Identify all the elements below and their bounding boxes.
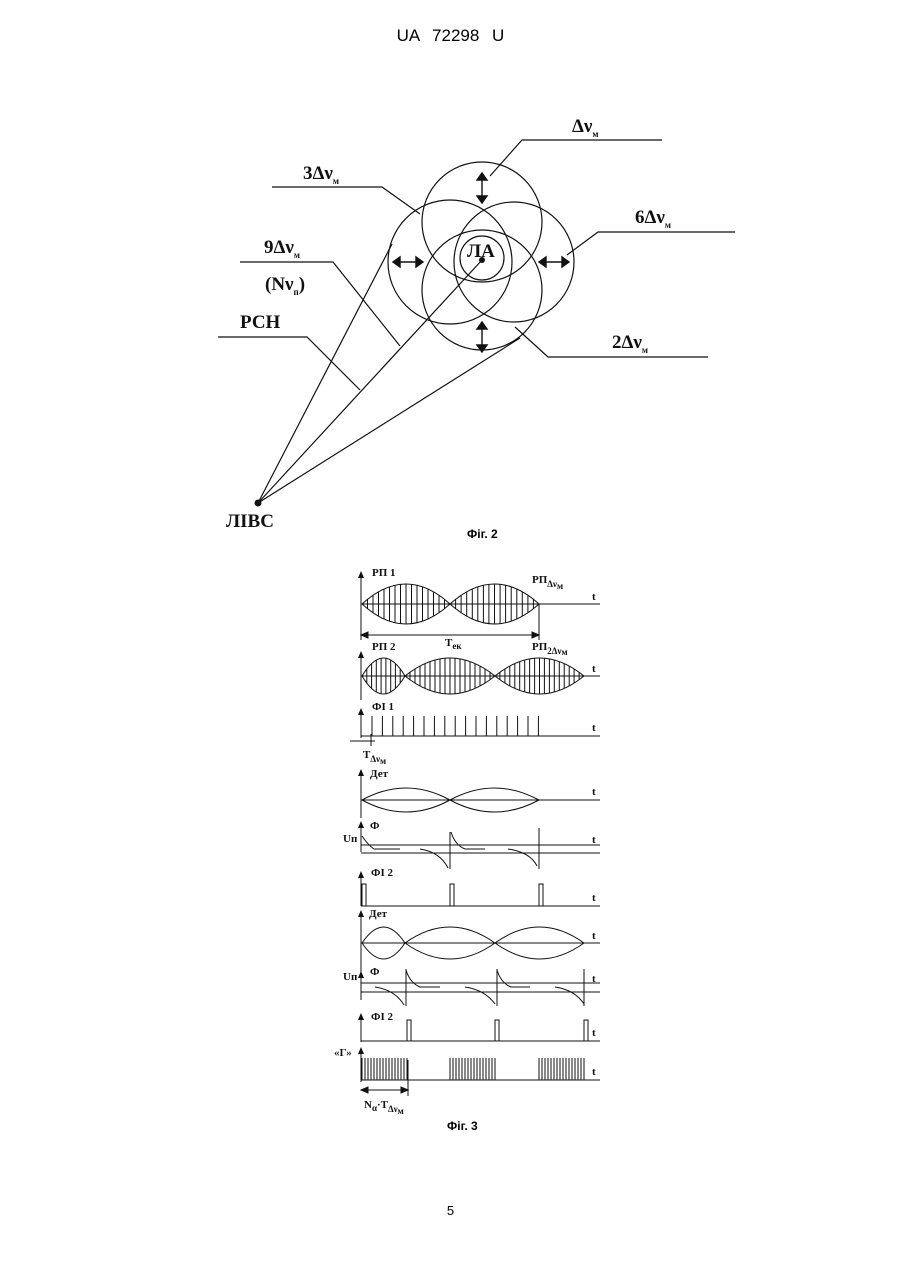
label-rp1: РП 1 [372, 567, 396, 579]
label-f2: Ф [370, 966, 380, 978]
f1-signal [362, 828, 539, 869]
label-tdv: TΔνм [363, 749, 386, 766]
label-quote: «Г» [334, 1047, 352, 1059]
label-tek: Tек [445, 637, 462, 651]
label-na: Nα·TΔνм [364, 1099, 404, 1116]
t-axis-3: t [592, 722, 596, 734]
label-fi1: ФІ 1 [372, 701, 394, 713]
t-axis-5: t [592, 834, 596, 846]
page-number: 5 [0, 1203, 901, 1218]
label-un2: Uп [343, 971, 358, 983]
t-axis-10: t [592, 1066, 596, 1078]
label-det1: Дет [370, 768, 389, 780]
t-axis-4: t [592, 786, 596, 798]
fi2a-pulses [362, 884, 543, 906]
t-axis-6: t [592, 892, 596, 904]
label-rp2: РП 2 [372, 641, 396, 653]
gate-bursts [362, 1058, 584, 1080]
label-det2: Дет [369, 908, 388, 920]
label-un1: Uп [343, 833, 358, 845]
t-axis-9: t [592, 1027, 596, 1039]
t-axis-1: t [592, 591, 596, 603]
label-f1: Ф [370, 820, 380, 832]
label-fi2a: ФІ 2 [371, 867, 393, 879]
label-rp2-right: РП2Δνм [532, 641, 568, 657]
label-fi2b: ФІ 2 [371, 1011, 393, 1023]
t-axis-7: t [592, 930, 596, 942]
fi1-pulses [372, 716, 538, 736]
f2-signal [375, 969, 584, 1006]
label-rp1-right: РПΔνм [532, 574, 563, 591]
t-axis-8: t [592, 973, 596, 985]
figure-3-caption: Фіг. 3 [447, 1119, 478, 1133]
t-axis-2: t [592, 663, 596, 675]
fi2b-pulses [407, 1020, 588, 1041]
